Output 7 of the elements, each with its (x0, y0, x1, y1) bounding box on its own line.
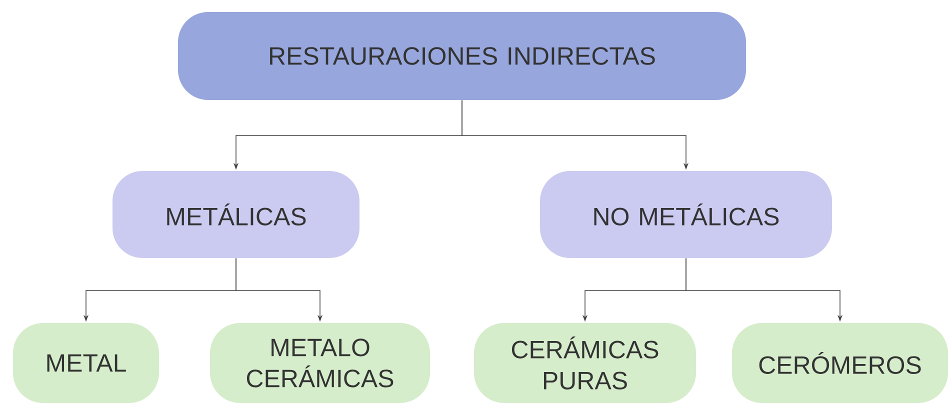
category-box: RESTAURACIONES INDIRECTAS (178, 12, 746, 100)
leaf-box: METAL (13, 323, 159, 403)
leaf-box: CERÁMICAS PURAS (474, 323, 696, 403)
category-box: METÁLICAS (112, 171, 360, 258)
category-box: NO METÁLICAS (540, 171, 832, 258)
leaf-box: CERÓMEROS (732, 323, 948, 403)
leaf-box: METALO CERÁMICAS (210, 323, 430, 403)
